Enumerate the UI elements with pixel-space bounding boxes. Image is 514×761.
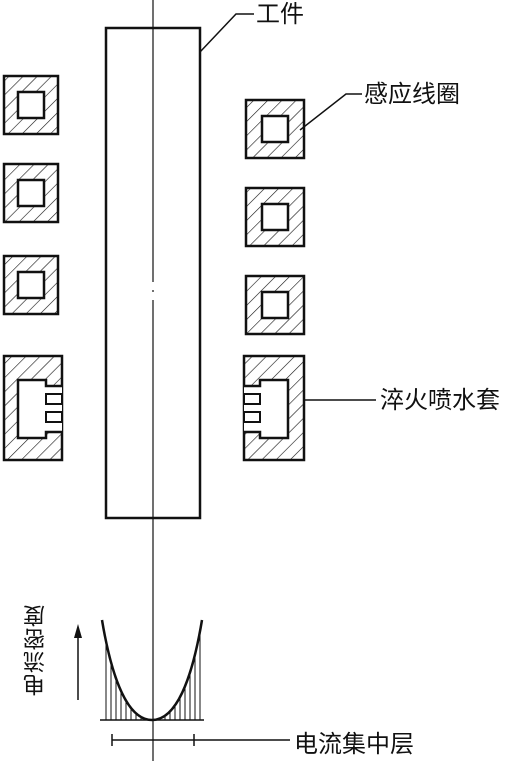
label-workpiece: 工件 [256,0,304,28]
leader-coil [299,93,362,131]
left-coil-2 [2,162,60,224]
label-quench-jacket: 淬火喷水套 [380,386,500,414]
density-arrow-head [74,624,82,638]
label-current-layer: 电流集中层 [294,730,414,758]
density-curve [100,619,204,722]
left-coil-3 [2,254,60,316]
current-density-plot [74,619,204,722]
leader-workpiece [199,13,254,53]
left-quench-jacket [2,354,64,462]
right-coil-3 [244,274,306,336]
right-quench-jacket [242,354,306,462]
left-coil-1 [2,74,60,136]
current-layer-bracket [111,734,290,746]
right-coil-2 [244,186,306,248]
label-induction-coil: 感应线圈 [364,80,460,108]
right-coil-1 [244,98,306,160]
label-current-density: 电流密度 [24,604,49,696]
workpiece-bar [104,26,202,520]
